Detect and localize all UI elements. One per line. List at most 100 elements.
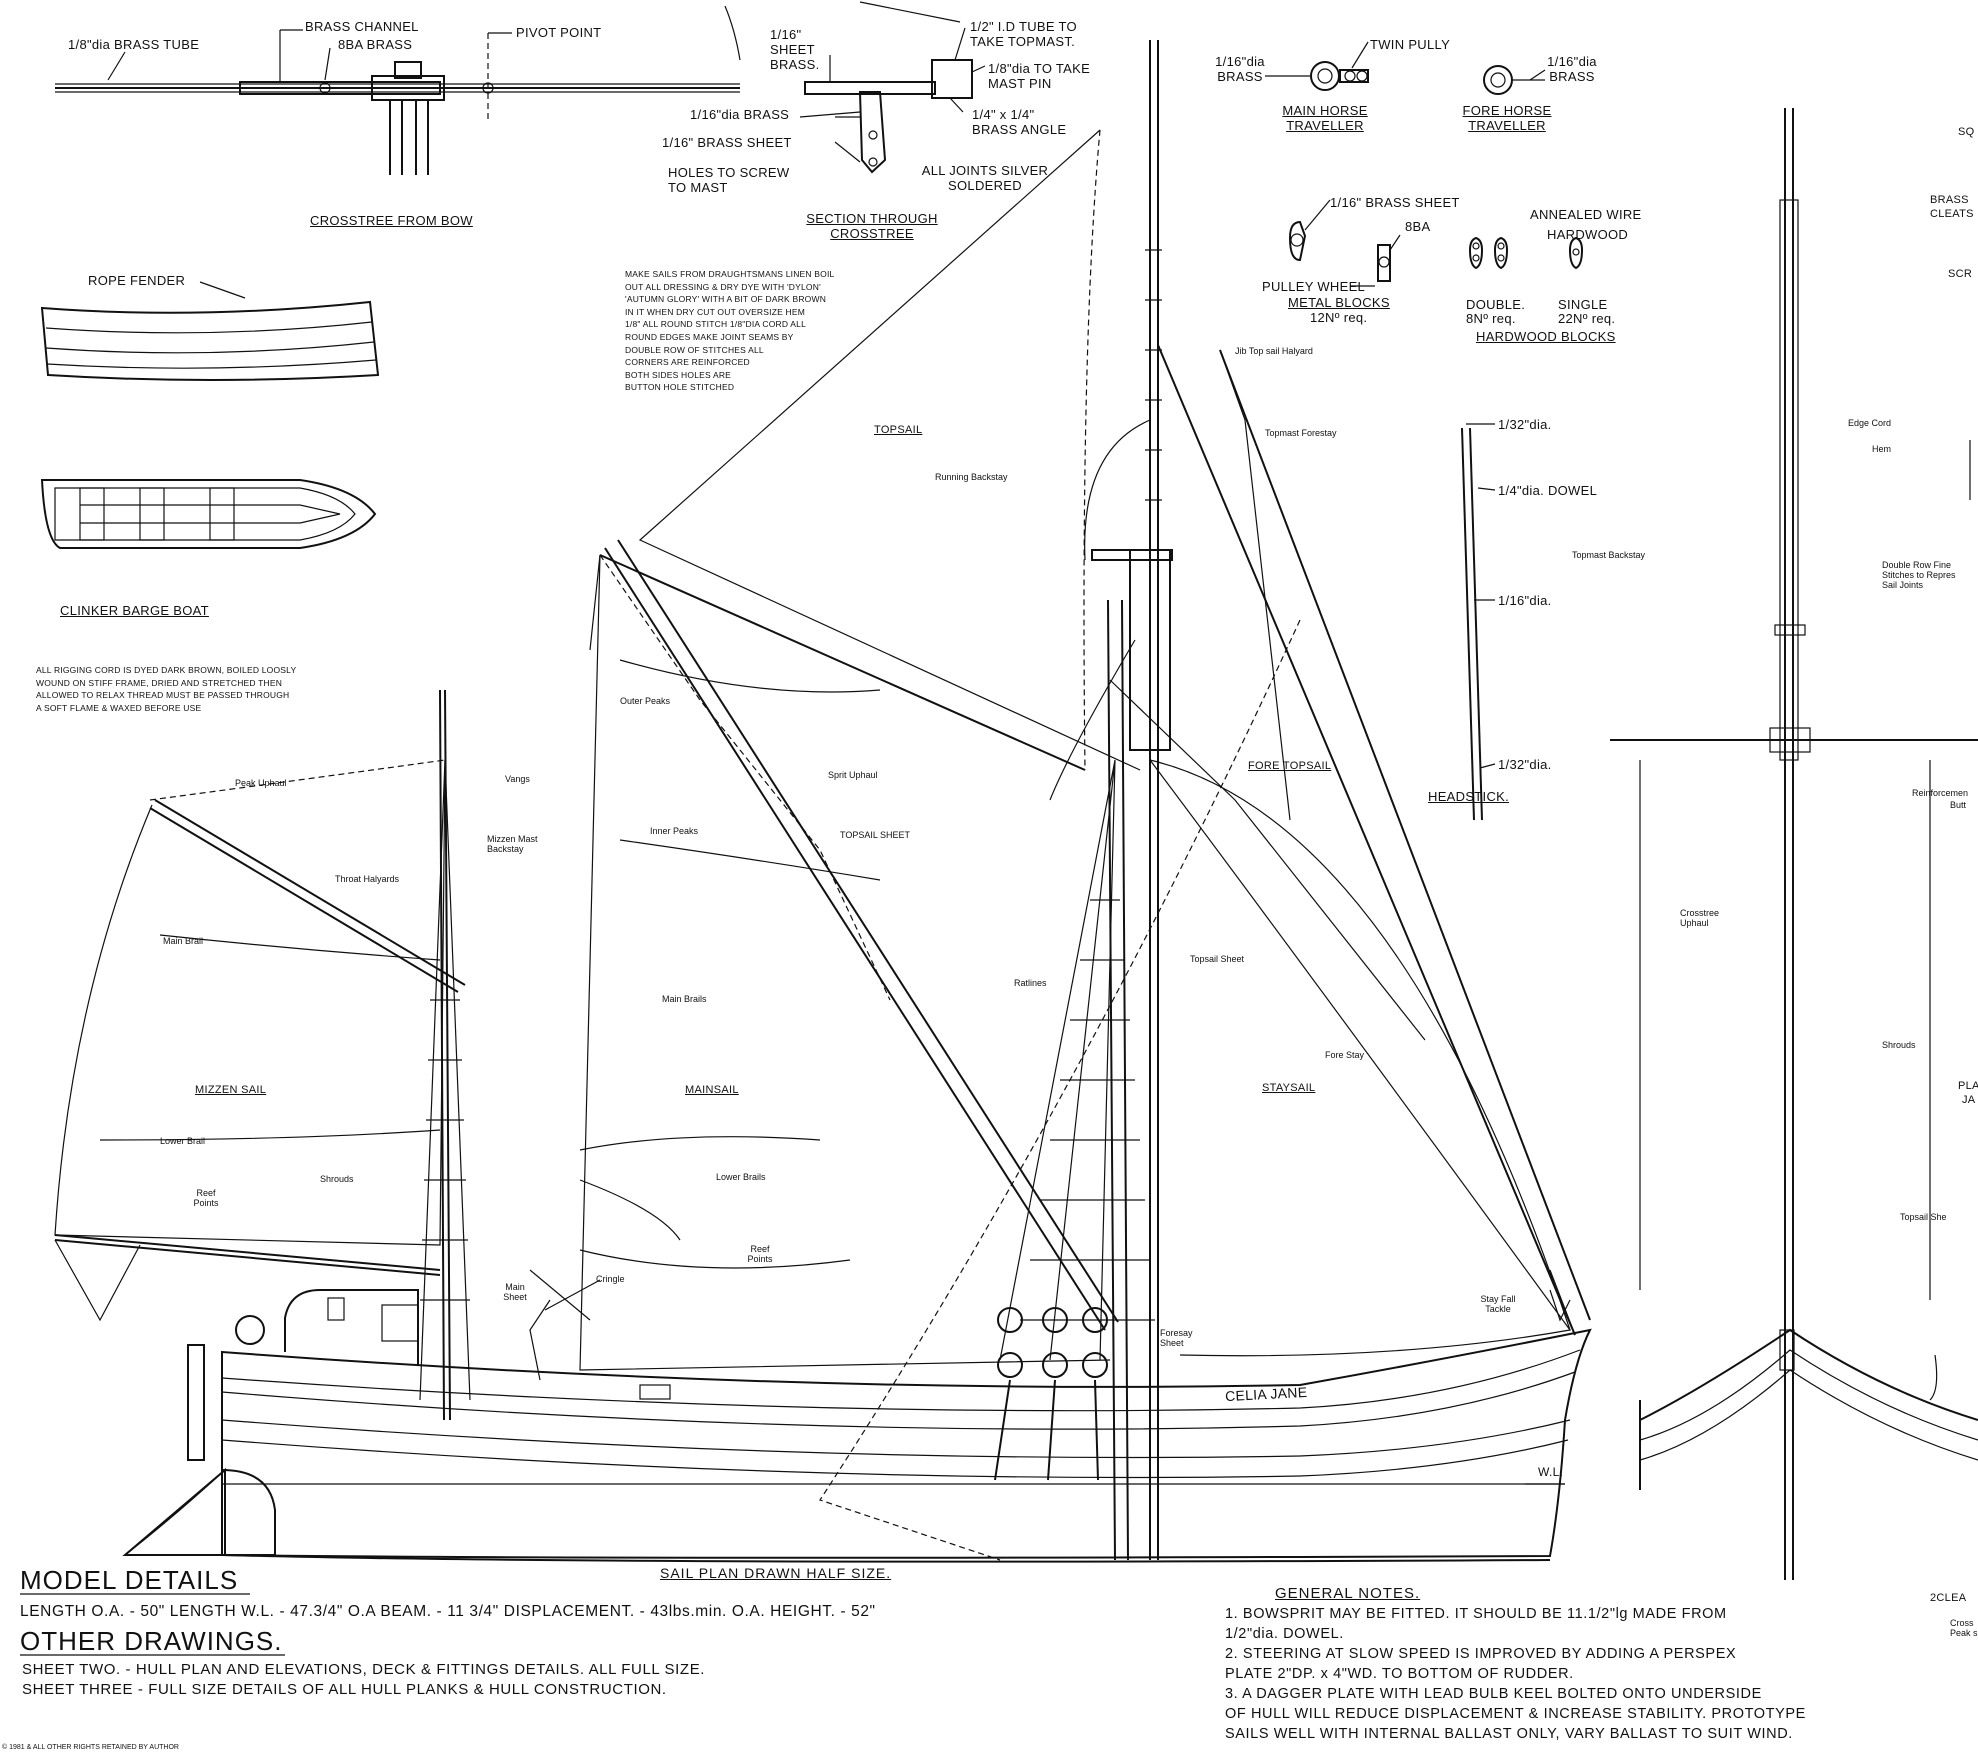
- fore-horse-traveller-title: FORE HORSE TRAVELLER: [1462, 103, 1552, 133]
- sail-note-line: ROUND EDGES MAKE JOINT SEAMS BY: [625, 331, 794, 342]
- horse-travellers: [1265, 41, 1546, 95]
- rp-butt-label: Butt: [1950, 800, 1967, 810]
- main-brails-label: Main Brails: [662, 994, 707, 1004]
- scale-note: SAIL PLAN DRAWN HALF SIZE.: [660, 1565, 892, 1581]
- cringle-label: Cringle: [596, 1274, 625, 1284]
- rp-double-row-label: Double Row Fine: [1882, 560, 1952, 570]
- foresay-sheet-label: Foresay Sheet: [1160, 1328, 1193, 1349]
- mizzen-sail-label: MIZZEN SAIL: [195, 1084, 267, 1096]
- section-angle-label: 1/4" x 1/4" BRASS ANGLE: [972, 107, 1067, 137]
- metal-blocks-req: 12Nº req.: [1310, 310, 1368, 325]
- headstick-d2-label: 1/4"dia. DOWEL: [1498, 483, 1598, 498]
- reef-points2-label: Reef Points: [747, 1244, 773, 1265]
- rigging-note-line: ALL RIGGING CORD IS DYED DARK BROWN, BOI…: [36, 665, 297, 675]
- rp-shrouds-label: Shrouds: [1882, 1040, 1916, 1050]
- crosstree-tube-label: 1/8"dia BRASS TUBE: [68, 37, 200, 52]
- rp-sq-label: SQ: [1958, 126, 1975, 138]
- rigging-cord-note: ALL RIGGING CORD IS DYED DARK BROWN, BOI…: [36, 664, 296, 714]
- rp-hem-label: Hem: [1872, 444, 1892, 454]
- single-block-req: 22Nº req.: [1558, 311, 1616, 326]
- general-note-line: 1. BOWSPRIT MAY BE FITTED. IT SHOULD BE …: [1225, 1606, 1727, 1622]
- sail-note-line: 1/8" ALL ROUND STITCH 1/8"dia CORD ALL: [625, 319, 807, 330]
- block-bolt-label: 8BA: [1405, 219, 1431, 234]
- jib-halyard-label: Jib Top sail Halyard: [1235, 346, 1313, 356]
- copyright-note: © 1981 & ALL OTHER RIGHTS RETAINED BY AU…: [2, 1744, 179, 1751]
- headstick-title: HEADSTICK.: [1428, 789, 1510, 804]
- sail-note-line: CORNERS ARE REINFORCED: [625, 357, 750, 368]
- rp-peak-label: Peak s: [1950, 1628, 1978, 1638]
- lower-brail-label: Lower Brail: [160, 1136, 206, 1146]
- crosstree-channel-label: BRASS CHANNEL: [305, 19, 419, 34]
- main-horse-traveller-title: MAIN HORSE TRAVELLER: [1282, 103, 1368, 133]
- reef-points-label: Reef Points: [193, 1188, 219, 1209]
- section-brass-dia-label: 1/16"dia BRASS: [690, 107, 790, 122]
- sail-note-line: MAKE SAILS FROM DRAUGHTSMANS LINEN BOIL: [625, 269, 835, 279]
- throat-halyards-label: Throat Halyards: [335, 874, 400, 884]
- headstick-detail: [1461, 423, 1496, 821]
- sail-note-line: 'AUTUMN GLORY' WITH A BIT OF DARK BROWN: [625, 294, 827, 305]
- rp-brass-label: BRASS: [1930, 194, 1969, 206]
- topmast-forestay-label: Topmast Forestay: [1265, 428, 1337, 438]
- rp-crosstree-uphaul-label: Crosstree Uphaul: [1680, 908, 1720, 929]
- rigging-blocks: [1288, 199, 1584, 287]
- crosstree-pivot-label: PIVOT POINT: [516, 25, 602, 40]
- sail-note-line: OUT ALL DRESSING & DRY DYE WITH 'DYLON': [625, 281, 821, 292]
- stay-fall-label: Stay Fall Tackle: [1480, 1294, 1516, 1315]
- title-underlines: [20, 1593, 285, 1656]
- general-note-line: PLATE 2"DP. x 4"WD. TO BOTTOM OF RUDDER.: [1225, 1666, 1574, 1682]
- rp-cleats2-label: 2CLEA: [1930, 1592, 1967, 1604]
- clinker-barge-boat: [40, 281, 380, 549]
- section-tube-label: 1/2" I.D TUBE TO TAKE TOPMAST.: [970, 19, 1077, 49]
- headstick-d1-label: 1/32"dia.: [1498, 417, 1552, 432]
- fore-stay-label: Fore Stay: [1325, 1050, 1365, 1060]
- general-note-line: OF HULL WILL REDUCE DISPLACEMENT & INCRE…: [1225, 1706, 1806, 1722]
- rp-topsail-sheet-label: Topsail She: [1900, 1212, 1947, 1222]
- sheet-two-line: SHEET TWO. - HULL PLAN AND ELEVATIONS, D…: [22, 1661, 706, 1678]
- rp-cross-label: Cross: [1950, 1618, 1974, 1628]
- topsail-label: TOPSAIL: [874, 424, 923, 436]
- section-joints-label: ALL JOINTS SILVER SOLDERED: [921, 163, 1049, 193]
- main-sheet-label: Main Sheet: [503, 1282, 527, 1303]
- other-drawings-title: OTHER DRAWINGS.: [20, 1626, 283, 1656]
- headstick-d4-label: 1/32"dia.: [1498, 757, 1552, 772]
- annealed-wire-label: ANNEALED WIRE: [1530, 207, 1642, 222]
- clinker-boat-title: CLINKER BARGE BOAT: [60, 603, 209, 618]
- rp-sail-joints-label: Sail Joints: [1882, 580, 1924, 590]
- model-details-title: MODEL DETAILS: [20, 1565, 239, 1595]
- sail-note-line: BUTTON HOLE STITCHED: [625, 382, 735, 393]
- pulley-wheel-label: PULLEY WHEEL: [1262, 279, 1366, 294]
- rigging-note-line: WOUND ON STIFF FRAME, DRIED AND STRETCHE…: [36, 677, 283, 688]
- rigging-note-line: ALLOWED TO RELAX THREAD MUST BE PASSED T…: [36, 690, 290, 701]
- rigging-note-line: A SOFT FLAME & WAXED BEFORE USE: [36, 702, 202, 713]
- inner-peaks-label: Inner Peaks: [650, 826, 699, 836]
- topsail-sheet2-label: Topsail Sheet: [1190, 954, 1245, 964]
- rp-edge-cord-label: Edge Cord: [1848, 418, 1892, 428]
- section-title: SECTION THROUGH CROSSTREE: [806, 211, 938, 241]
- section-through-crosstree: [799, 1, 986, 174]
- double-block-label: DOUBLE.: [1466, 297, 1526, 312]
- crosstree-bolt-label: 8BA BRASS: [338, 37, 413, 52]
- hardwood-label: HARDWOOD: [1547, 227, 1629, 242]
- vangs-label: Vangs: [505, 774, 530, 784]
- peak-uphaul-label: Peak Uphaul: [235, 778, 287, 788]
- main-brail-label: Main Brail: [163, 936, 204, 946]
- barge-elevation: [54, 40, 1592, 1563]
- rp-ja-label: JA: [1962, 1094, 1976, 1106]
- general-notes-title: GENERAL NOTES.: [1275, 1585, 1421, 1602]
- lower-brails-label: Lower Brails: [716, 1172, 766, 1182]
- double-block-req: 8Nº req.: [1466, 311, 1516, 326]
- sail-note-line: BOTH SIDES HOLES ARE: [625, 369, 732, 380]
- model-details-line: LENGTH O.A. - 50" LENGTH W.L. - 47.3/4" …: [20, 1603, 876, 1620]
- rp-stitches-label: Stitches to Repres: [1882, 570, 1956, 580]
- sail-making-note: MAKE SAILS FROM DRAUGHTSMANS LINEN BOIL …: [625, 268, 834, 394]
- sail-note-line: IN IT WHEN DRY CUT OUT OVERSIZE HEM: [625, 306, 806, 317]
- section-pin-label: 1/8"dia TO TAKE MAST PIN: [988, 61, 1091, 91]
- staysail-label: STAYSAIL: [1262, 1082, 1316, 1094]
- sail-note-line: DOUBLE ROW OF STITCHES ALL: [625, 344, 764, 355]
- topmast-backstay-label: Topmast Backstay: [1572, 550, 1646, 560]
- rp-reinforcement-label: Reinforcemen: [1912, 788, 1969, 798]
- sprit-uphaul-label: Sprit Uphaul: [828, 770, 878, 780]
- fore-topsail-label: FORE TOPSAIL: [1248, 760, 1332, 772]
- hardwood-blocks-title: HARDWOOD BLOCKS: [1476, 329, 1616, 344]
- topsail-sheet-label: TOPSAIL SHEET: [840, 830, 911, 840]
